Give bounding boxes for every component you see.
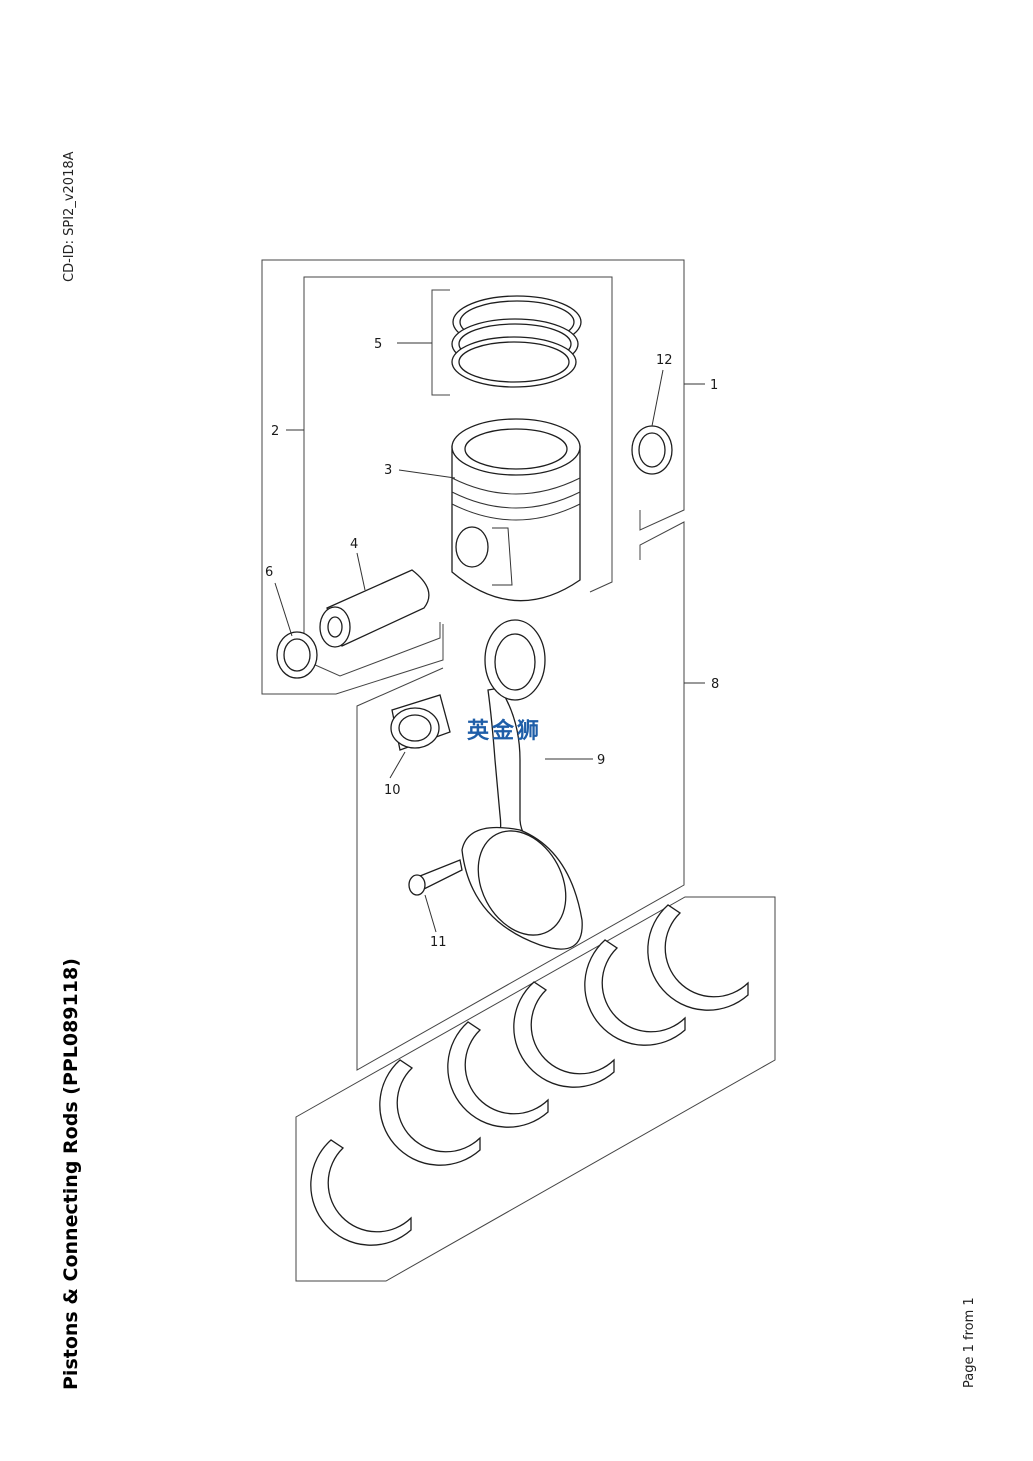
callouts: 1 2 3 4 5 6 8 9 10 11 12 bbox=[265, 337, 719, 950]
bolt bbox=[408, 859, 463, 896]
bearing-shells bbox=[310, 904, 749, 1246]
callout-4: 4 bbox=[350, 537, 358, 552]
callout-3: 3 bbox=[384, 463, 392, 478]
piston-rings bbox=[451, 295, 582, 388]
callout-2: 2 bbox=[271, 424, 279, 439]
bushing bbox=[390, 694, 451, 751]
snap-ring-6 bbox=[276, 631, 318, 679]
leader-lines bbox=[274, 342, 705, 933]
frame-bearing-set bbox=[295, 896, 776, 1282]
callout-12: 12 bbox=[656, 353, 673, 368]
ring-set-bracket bbox=[431, 289, 450, 396]
callout-8: 8 bbox=[711, 677, 719, 692]
callout-9: 9 bbox=[597, 753, 605, 768]
frame-group-1 bbox=[261, 259, 685, 695]
snap-ring-12 bbox=[631, 425, 673, 475]
piston bbox=[451, 418, 581, 602]
callout-1: 1 bbox=[710, 378, 718, 393]
callout-11: 11 bbox=[430, 935, 447, 950]
frame-group-2 bbox=[303, 276, 613, 677]
callout-5: 5 bbox=[374, 337, 382, 352]
frame-group-8 bbox=[356, 521, 685, 1071]
callout-6: 6 bbox=[265, 565, 273, 580]
piston-pin bbox=[319, 569, 430, 648]
callout-10: 10 bbox=[384, 783, 401, 798]
connecting-rod bbox=[461, 619, 583, 950]
watermark: 英金狮 bbox=[467, 718, 542, 744]
